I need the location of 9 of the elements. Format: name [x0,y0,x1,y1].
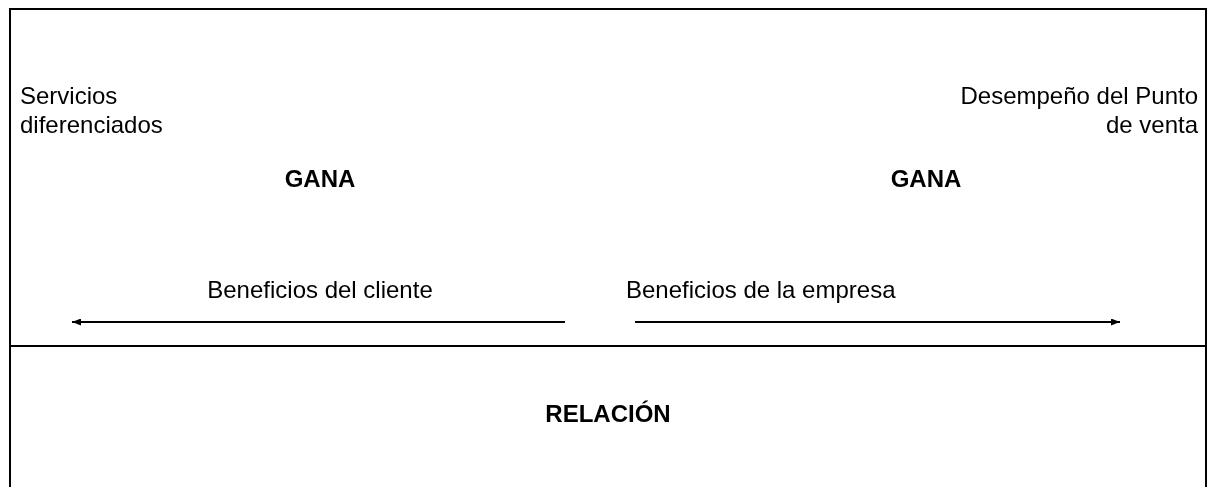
arrow-caption: Beneficios del cliente [206,275,434,304]
arrow-caption: Beneficios de la empresa [626,275,897,304]
corner-label: Servicios diferenciados [20,81,164,139]
panel [9,345,1207,487]
heading: GANA [889,164,963,193]
heading: GANA [283,164,357,193]
corner-label: Desempeño del Punto de venta [959,81,1198,139]
panel [9,8,1207,347]
heading: RELACIÓN [544,399,672,428]
